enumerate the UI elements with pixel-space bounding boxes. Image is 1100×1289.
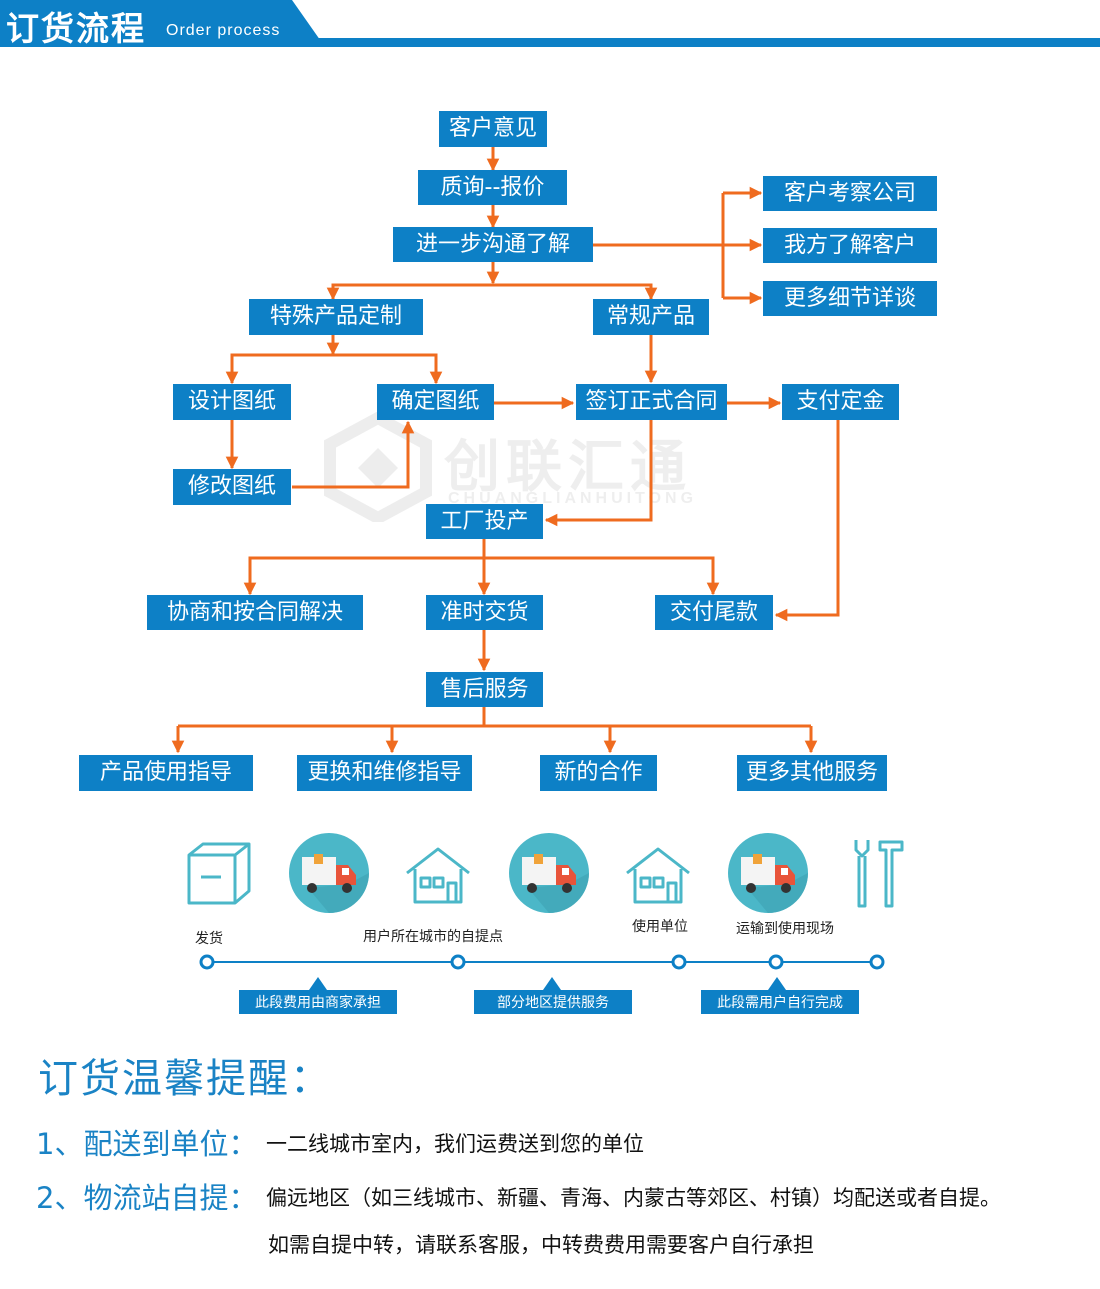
box-negotiate-contract: 协商和按合同解决: [147, 595, 363, 630]
box-design-drawing: 设计图纸: [173, 384, 291, 420]
tip-2-heading: 2、物流站自提：: [36, 1181, 258, 1215]
box-understand-customer: 我方了解客户: [763, 228, 937, 263]
arrow-split-regular: [493, 283, 658, 301]
arrow-deposit-to-balance: [774, 420, 840, 622]
tips-title: 订货温馨提醒：: [38, 1056, 332, 1102]
box-after-sales: 售后服务: [426, 672, 543, 707]
house-icon: [626, 847, 690, 904]
box-customer-visit: 客户考察公司: [763, 176, 937, 211]
arrow-to-negotiate: [243, 556, 484, 596]
header-underline: [0, 38, 1100, 47]
arrow-to-balance: [484, 556, 720, 596]
label-city-pickup: 用户所在城市的自提点: [363, 929, 503, 945]
segment-pointer: [309, 977, 327, 990]
tip-2-text: 偏远地区（如三线城市、新疆、青海、内蒙古等郊区、村镇）均配送或者自提。: [266, 1186, 1001, 1210]
label-ship: 发货: [195, 931, 223, 947]
box-confirm-drawing: 确定图纸: [377, 384, 494, 420]
header-tab: [0, 0, 325, 47]
box-pay-balance: 交付尾款: [655, 595, 773, 630]
box-new-cooperation: 新的合作: [540, 755, 657, 791]
watermark-text: 创联汇通: [444, 435, 692, 500]
timeline-node: [869, 954, 885, 970]
box-further-communication: 进一步沟通了解: [393, 227, 593, 262]
label-user-unit: 使用单位: [632, 919, 688, 935]
truck-icon: [728, 833, 808, 913]
timeline-node: [768, 954, 784, 970]
tip-1-text: 一二线城市室内，我们运费送到您的单位: [266, 1132, 644, 1156]
timeline-node: [671, 954, 687, 970]
segment-pointer: [768, 977, 786, 990]
box-more-services: 更多其他服务: [737, 755, 887, 791]
arrow-to-design: [225, 353, 333, 385]
truck-icon: [509, 833, 589, 913]
tip-1-heading: 1、配送到单位：: [36, 1127, 258, 1161]
arrow-revise-to-confirm: [292, 420, 415, 489]
box-regular-product: 常规产品: [593, 299, 709, 335]
box-more-details: 更多细节详谈: [763, 281, 937, 316]
truck-icon: [289, 833, 369, 913]
segment-some-regions: 部分地区提供服务: [474, 990, 632, 1014]
segment-merchant-pays: 此段费用由商家承担: [239, 990, 397, 1014]
box-usage-guidance: 产品使用指导: [79, 755, 253, 791]
arrow-to-confirm: [333, 353, 443, 385]
watermark: 创联汇通 CHUANGLIANHUITONG: [318, 411, 738, 525]
box-pay-deposit: 支付定金: [782, 384, 899, 420]
box-customer-opinion: 客户意见: [439, 111, 547, 147]
page-title: 订货流程: [6, 9, 146, 48]
box-factory-production: 工厂投产: [426, 504, 543, 539]
house-icon: [406, 847, 470, 904]
box-custom-product: 特殊产品定制: [249, 299, 423, 335]
page-subtitle: Order process: [166, 22, 281, 39]
box-replace-repair: 更换和维修指导: [297, 755, 472, 791]
box-on-time-delivery: 准时交货: [426, 595, 543, 630]
box-revise-drawing: 修改图纸: [173, 469, 291, 505]
watermark-logo-icon: [324, 411, 432, 525]
segment-pointer: [543, 977, 561, 990]
arrow-split-custom: [326, 283, 493, 301]
watermark-pinyin: CHUANGLIANHUITONG: [448, 490, 698, 507]
timeline-node: [450, 954, 466, 970]
timeline-node: [199, 954, 215, 970]
logistics-timeline: [199, 954, 885, 990]
tip-2-text-continued: 如需自提中转，请联系客服，中转费费用需要客户自行承担: [268, 1233, 814, 1257]
tools-icon: [854, 840, 904, 908]
arrow-sign-to-factory: [544, 420, 653, 527]
flow-connectors: [171, 147, 840, 754]
box-sign-contract: 签订正式合同: [576, 384, 727, 420]
box-inquiry-quote: 质询--报价: [418, 170, 567, 205]
package-box-icon: [187, 842, 251, 905]
label-transport-site: 运输到使用现场: [736, 921, 834, 937]
segment-user-completes: 此段需用户自行完成: [701, 990, 859, 1014]
